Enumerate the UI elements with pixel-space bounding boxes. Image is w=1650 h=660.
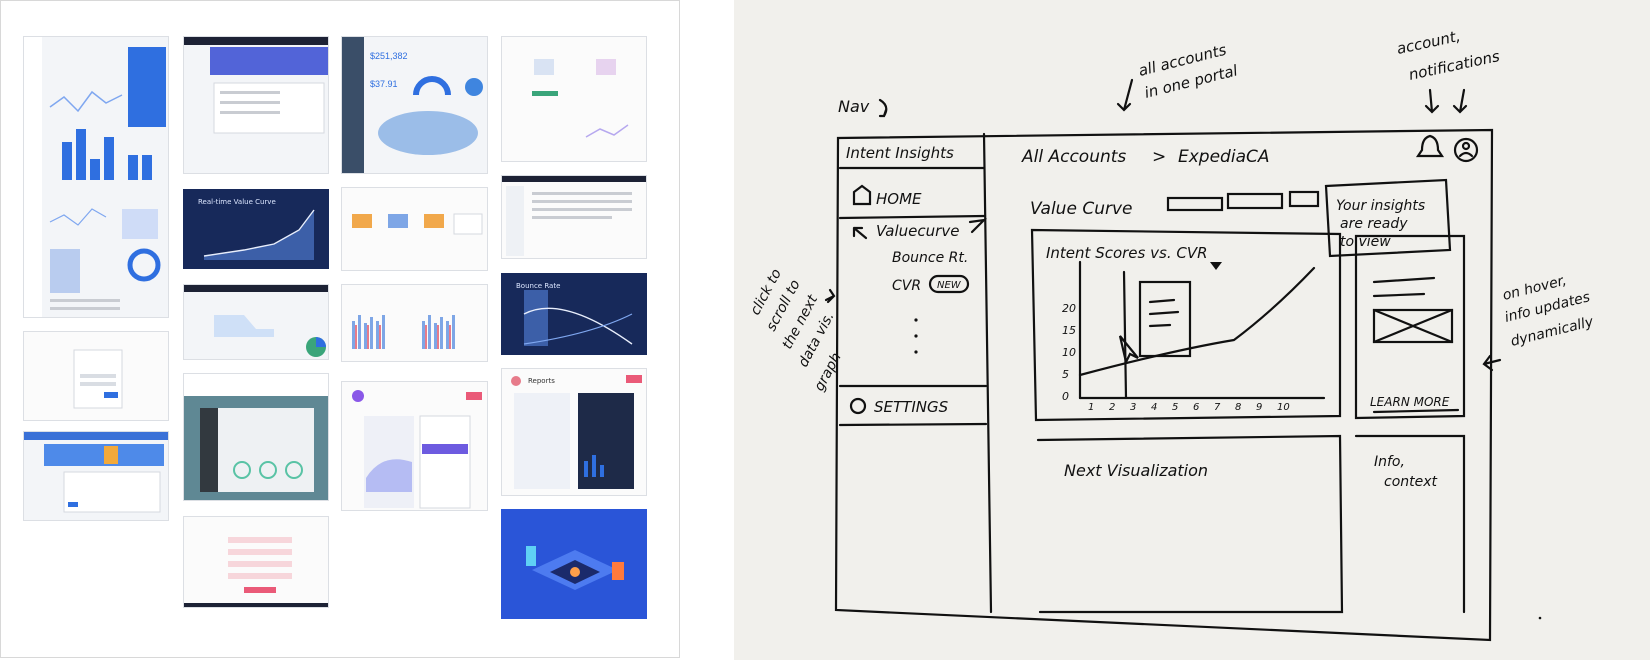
empty-state-thumbnail bbox=[501, 36, 647, 162]
chart-y-ticks: 20 15 10 5 0 bbox=[1062, 302, 1076, 403]
stat-one: $251,382 bbox=[370, 51, 408, 61]
form-preview bbox=[184, 37, 328, 134]
chart-metric-dropdown-icon[interactable] bbox=[1210, 262, 1222, 270]
portal-preview bbox=[24, 432, 168, 513]
isometric-illustration bbox=[526, 546, 624, 590]
x-tick-label: 3 bbox=[1130, 402, 1136, 413]
x-tick-label: 10 bbox=[1277, 402, 1290, 413]
x-tick-label: 2 bbox=[1109, 402, 1115, 413]
table-thumbnail bbox=[183, 284, 329, 360]
signup-thumbnail bbox=[183, 516, 329, 608]
info-context-line1: Info, bbox=[1374, 454, 1405, 470]
learn-more-link[interactable]: LEARN MORE bbox=[1370, 395, 1450, 409]
value-curve-thumbnail: Real-time Value Curve bbox=[183, 189, 329, 269]
bar-grid-thumbnail bbox=[341, 284, 488, 362]
x-tick-label: 5 bbox=[1172, 402, 1178, 413]
world-map-thumbnail: $251,382 $37.91 bbox=[341, 36, 488, 174]
x-tick-label: 1 bbox=[1088, 402, 1094, 413]
wireframe-sketch-photo: Nav all accounts in one portal account, … bbox=[734, 0, 1650, 660]
login-thumbnail bbox=[23, 331, 169, 421]
y-tick-label: 0 bbox=[1062, 390, 1069, 403]
form-thumbnail bbox=[183, 36, 329, 174]
breadcrumb-separator: > bbox=[1152, 147, 1166, 167]
cards-preview bbox=[352, 213, 483, 235]
account-note-line1: account, bbox=[1395, 27, 1462, 58]
mobile-app-thumbnail bbox=[341, 381, 488, 511]
stat-two: $37.91 bbox=[370, 79, 398, 89]
notification-line1: Your insights bbox=[1336, 198, 1425, 214]
info-context-line2: context bbox=[1384, 474, 1438, 490]
analytics-dashboard-preview bbox=[24, 37, 166, 317]
dark-dashboard-thumbnail bbox=[183, 373, 329, 501]
login-preview bbox=[73, 349, 123, 409]
value-curve-thumb-title: Real-time Value Curve bbox=[198, 198, 276, 206]
x-tick-label: 8 bbox=[1235, 402, 1241, 413]
bar-grid-preview bbox=[352, 315, 455, 349]
click-scroll-note: click to scroll to the next data vis. gr… bbox=[747, 266, 844, 393]
dark-dashboard-preview bbox=[184, 374, 328, 500]
table-preview bbox=[184, 285, 328, 357]
sidebar-item-bounce-rate[interactable]: Bounce Rt. bbox=[892, 250, 968, 266]
y-tick-label: 10 bbox=[1062, 346, 1076, 359]
y-tick-label: 5 bbox=[1062, 368, 1069, 381]
reports-thumbnail: Reports bbox=[501, 368, 647, 496]
document-preview bbox=[502, 176, 646, 256]
isometric-illustration-thumbnail bbox=[501, 509, 647, 619]
wireframe-sketch: Nav all accounts in one portal account, … bbox=[747, 27, 1596, 642]
bounce-rate-preview bbox=[523, 290, 633, 346]
mobile-app-preview bbox=[352, 390, 482, 509]
value-curve-preview bbox=[203, 209, 315, 260]
y-tick-label: 15 bbox=[1062, 324, 1076, 337]
sidebar-item-home[interactable]: HOME bbox=[876, 190, 922, 208]
world-map-preview: $251,382 $37.91 bbox=[342, 37, 483, 173]
x-tick-label: 4 bbox=[1151, 402, 1157, 413]
signup-preview bbox=[184, 537, 328, 607]
page-title: Value Curve bbox=[1030, 199, 1132, 219]
sidebar-item-settings[interactable]: SETTINGS bbox=[874, 398, 949, 416]
sidebar-item-cvr[interactable]: CVR bbox=[892, 278, 921, 294]
x-tick-label: 6 bbox=[1193, 402, 1199, 413]
chart-title: Intent Scores vs. CVR bbox=[1046, 244, 1208, 262]
notification-line3: to view bbox=[1340, 234, 1391, 250]
analytics-dashboard-thumbnail bbox=[23, 36, 169, 318]
empty-state-preview bbox=[532, 59, 629, 138]
bounce-rate-thumbnail: Bounce Rate bbox=[501, 273, 647, 355]
reports-preview bbox=[511, 375, 642, 489]
new-badge: NEW bbox=[937, 280, 962, 291]
bounce-rate-thumb-title: Bounce Rate bbox=[516, 282, 561, 290]
y-tick-label: 20 bbox=[1062, 302, 1076, 315]
x-tick-label: 9 bbox=[1256, 402, 1262, 413]
moodboard: Real-time Value Curve bbox=[0, 0, 680, 658]
notification-line2: are ready bbox=[1340, 216, 1408, 232]
chart-x-ticks: 1 2 3 4 5 6 7 8 9 10 bbox=[1088, 402, 1290, 413]
breadcrumb-all-accounts[interactable]: All Accounts bbox=[1021, 147, 1126, 167]
sidebar-app-title: Intent Insights bbox=[846, 144, 954, 162]
x-tick-label: 7 bbox=[1214, 402, 1221, 413]
next-visualization-title: Next Visualization bbox=[1064, 461, 1208, 480]
document-thumbnail bbox=[501, 175, 647, 259]
reports-thumb-title: Reports bbox=[528, 377, 555, 385]
breadcrumb-current: ExpediaCA bbox=[1178, 147, 1269, 167]
portal-thumbnail bbox=[23, 431, 169, 521]
cards-thumbnail bbox=[341, 187, 488, 271]
nav-note: Nav bbox=[838, 97, 870, 116]
sidebar-item-valuecurve[interactable]: Valuecurve bbox=[876, 222, 959, 240]
